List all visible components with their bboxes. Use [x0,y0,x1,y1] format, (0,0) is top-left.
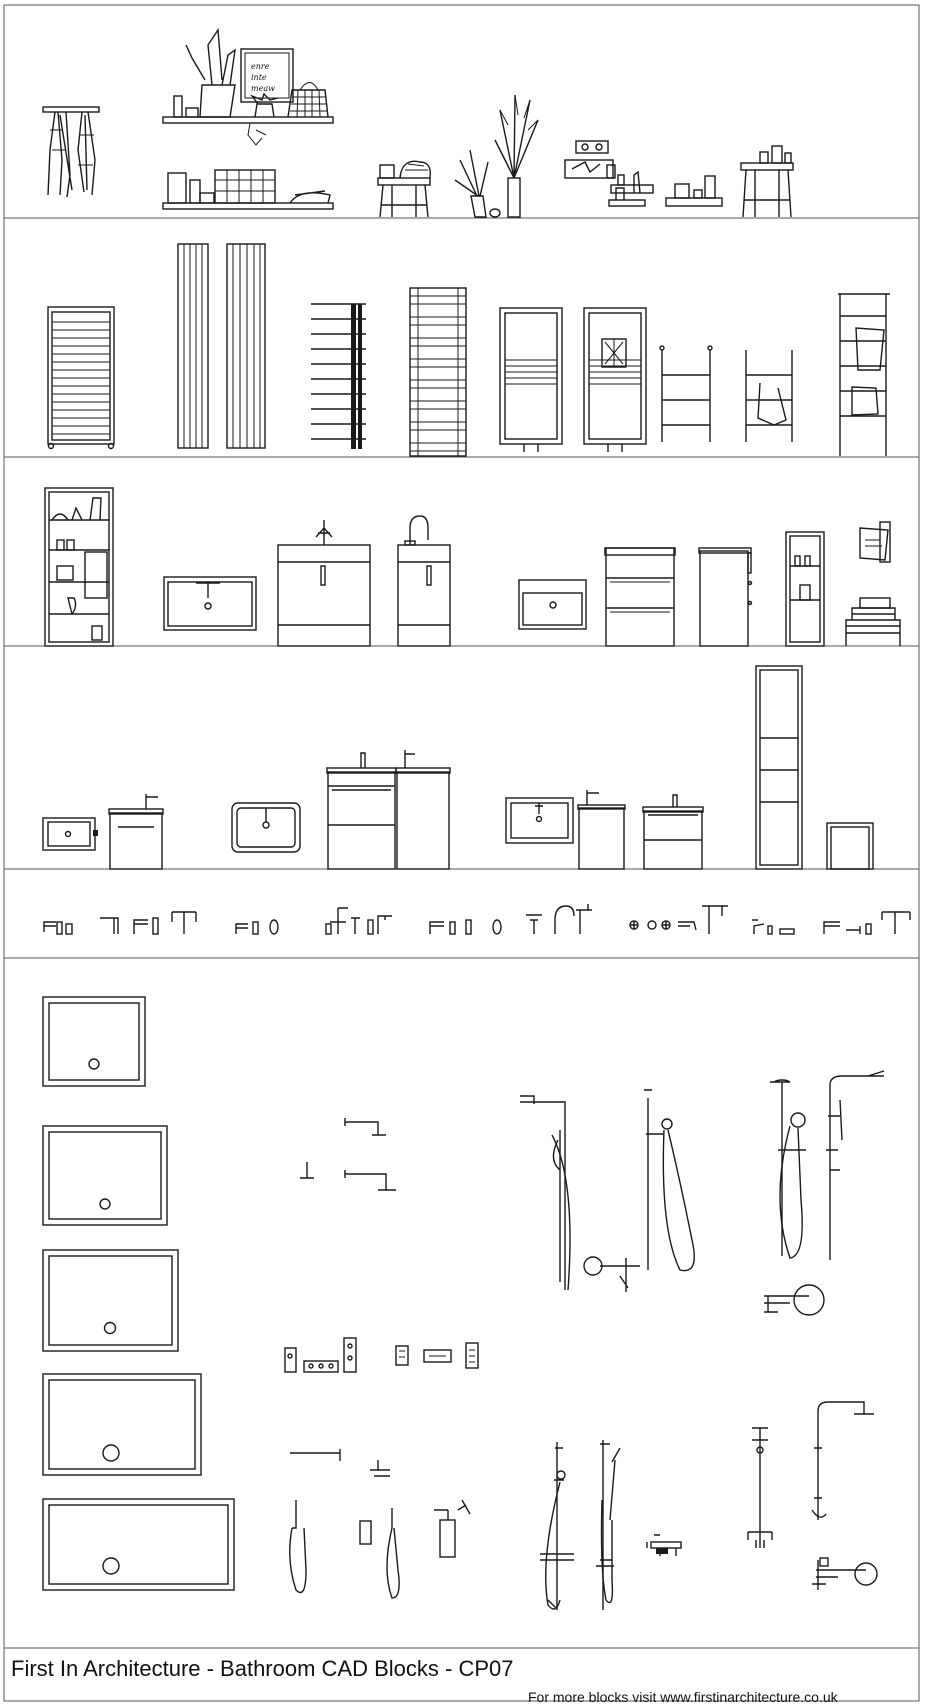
rigid-riser-shower-1 [520,1095,640,1292]
sheet-border [3,4,920,1702]
small-cube-unit [826,822,874,870]
swan-neck-mixer [526,904,592,934]
wall-mounted-spout-shower [764,1284,825,1316]
artwork-word-3: meaw [251,84,275,93]
exposed-thermostatic-valve [646,1534,682,1556]
shower-tray-3 [42,1249,179,1352]
basins-and-cabinets-row [42,665,874,870]
mixer-set-2 [235,919,279,935]
ladder-radiator-dark [311,303,366,449]
lower-wall-shelf [162,169,334,210]
framed-towel-radiator [499,307,563,452]
wall-hung-basin-unit [163,576,257,631]
framed-towel-radiator-with-towel [583,307,647,452]
small-cloakroom-basin [42,817,98,851]
deck-mixer-set [823,911,911,935]
handheld-showers [289,1499,471,1599]
towel-ladder [838,293,890,456]
bar-valve-shower-1 [540,1442,574,1610]
footer-url: For more blocks visit www.firstinarchite… [528,1689,839,1704]
wall-shower-valve [812,1557,878,1590]
row-dividers [4,217,919,1649]
inset-basin-plan [505,797,574,844]
thermostatic-shower-controls [284,1337,479,1373]
exposed-shower-column [811,1401,874,1520]
ceiling-and-wall-arms [290,1449,390,1477]
slide-rail-shower-2 [826,1070,885,1260]
single-door-vanity [577,790,626,870]
artwork-word-1: enre [251,62,270,71]
shower-tray-1 [42,996,146,1087]
open-shelving-unit [44,487,114,647]
vertical-column-radiator-2 [226,243,266,449]
floorstanding-vanity-narrow [397,515,451,647]
rectangular-basin-plan [231,802,301,853]
drawer-unit [604,547,676,647]
upper-wall-shelf: enre inte meaw [162,27,334,146]
shower-tray-2 [42,1125,168,1226]
tall-open-unit [785,531,825,647]
rigid-riser-shower-2 [770,1079,806,1259]
accessories-row: enre inte meaw [42,27,794,218]
shower-tray-4 [42,1373,202,1476]
small-ladder-rail-with-towel [745,350,793,442]
basin-mixer-set-1 [43,921,73,935]
bar-valve-shower-2 [596,1440,621,1610]
tall-storage-column [755,665,803,870]
slide-rail-shower-1 [644,1089,695,1272]
compact-vanity-unit [108,794,164,870]
dried-plants-vases [454,94,539,218]
stool-with-toiletries [740,145,794,218]
heated-towel-rail-1 [47,306,115,450]
countertop-basin-elevation [518,579,587,630]
shower-tray-5 [42,1498,235,1591]
shower-trays-and-systems-row [42,996,885,1610]
vertical-column-radiator-1 [177,243,209,449]
drawer-vanity-unit [642,794,704,870]
towel-hook-rail [42,106,100,198]
shower-arms [300,1118,396,1191]
towel-radiators-row [47,243,890,457]
folded-towels-stack [845,521,901,646]
bar-valve-shower-3 [747,1427,773,1548]
wall-toiletry-holder [564,140,723,207]
tall-bar-radiator [409,287,467,457]
wall-mounted-spout-set [629,905,728,934]
vanity-units-elevation-row [44,487,901,647]
small-ladder-rail [659,345,713,442]
vanity-narrow-door [395,750,451,870]
floorstanding-vanity-large [277,520,371,647]
door-cabinet [698,547,753,647]
bath-filler-set [752,919,795,935]
vanity-with-drawers [326,752,397,870]
three-hole-basin-mixer [325,907,392,935]
artwork-word-2: inte [251,73,267,82]
taps-and-mixers-row [43,904,911,935]
spout-and-mixers-1 [100,911,197,935]
stool-with-towels [377,160,431,218]
sheet-title: First In Architecture - Bathroom CAD Blo… [11,1656,514,1681]
mixer-set-3 [429,919,502,935]
